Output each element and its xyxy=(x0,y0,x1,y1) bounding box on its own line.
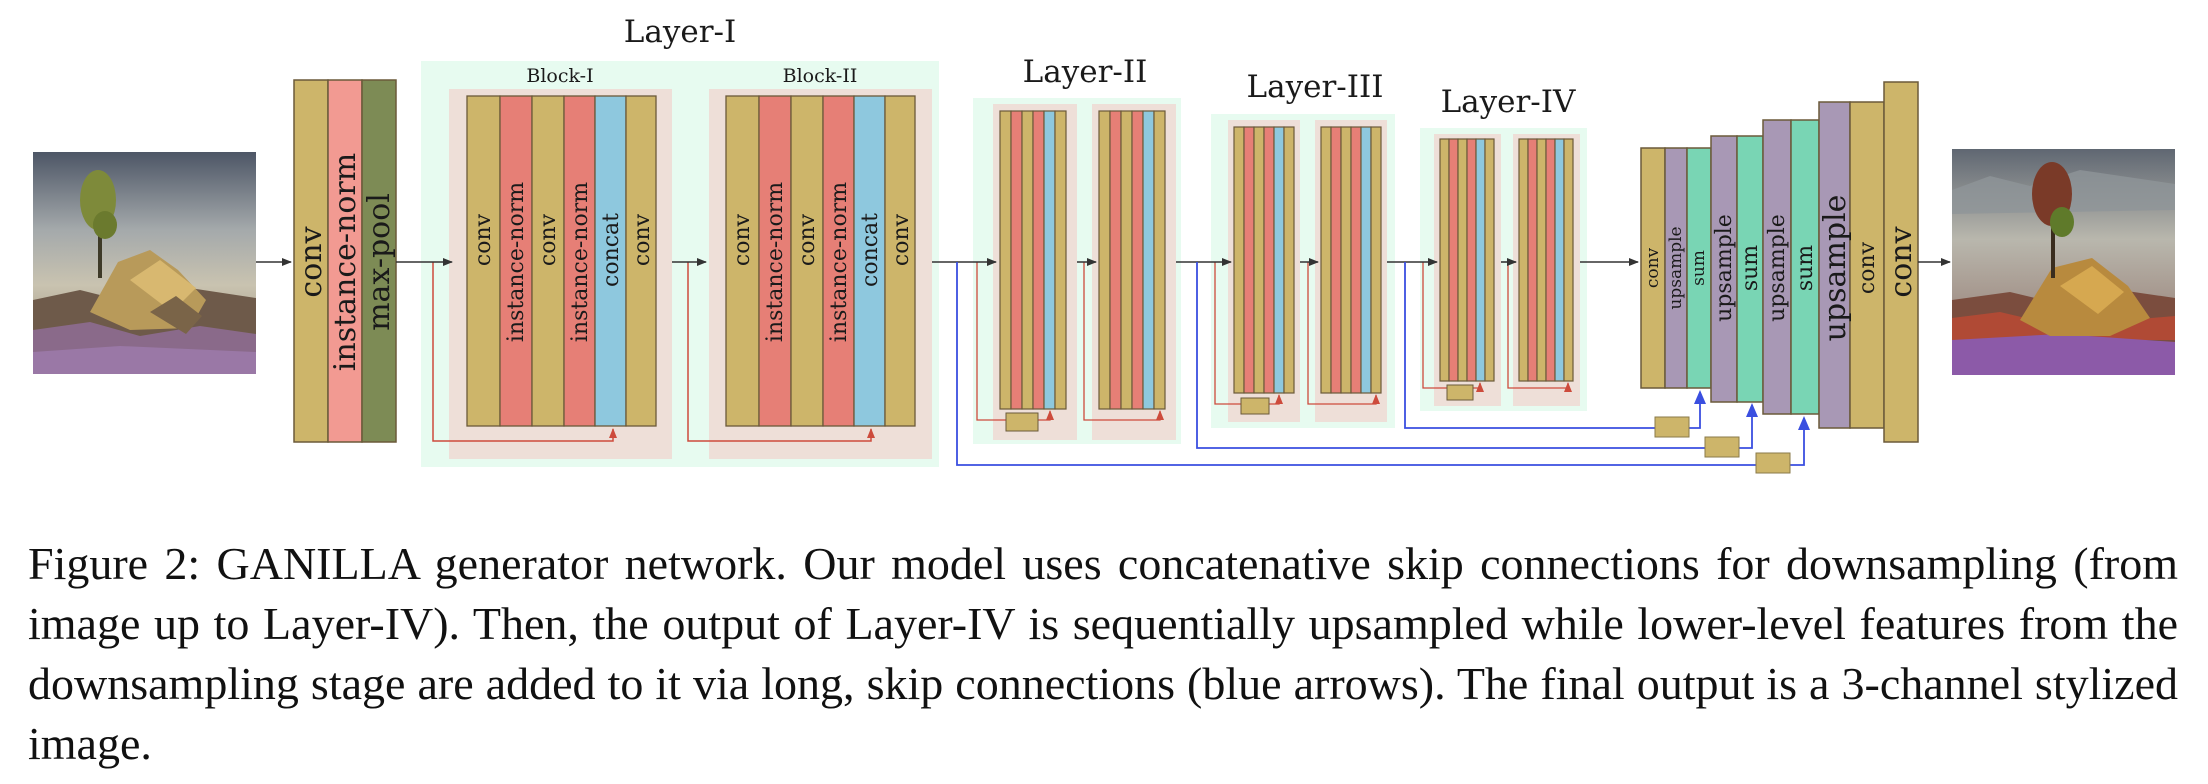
long-skip-arrow-layer-3 xyxy=(1404,262,1706,429)
input-image xyxy=(33,152,256,374)
stem-max-pool-bar xyxy=(361,79,397,443)
long-skip-arrow-layer-1 xyxy=(956,262,1810,466)
layer-2-block-b-bars xyxy=(1098,110,1166,410)
decoder-conv-bar xyxy=(1640,147,1666,389)
layer-3-conv-box xyxy=(1240,397,1270,415)
skip-conv-box xyxy=(1704,436,1740,458)
block-2-bar-label: concat xyxy=(858,213,883,287)
block-2-skip-arrow xyxy=(687,262,875,442)
layer-3-skip-arrow xyxy=(1307,262,1380,405)
decoder-label: upsample xyxy=(1712,214,1737,322)
block-2-bar-label: instance-norm xyxy=(827,182,852,342)
layer-2-block-a-bars xyxy=(999,110,1067,410)
layer-4-block-a-bars xyxy=(1439,138,1495,382)
stem-label: max-pool xyxy=(362,193,397,331)
block-1-instance-norm-bar xyxy=(563,95,596,427)
layer-4: Layer-IV xyxy=(1420,84,1587,411)
decoder-label: upsample xyxy=(1818,195,1853,342)
layer-1-title: Layer-I xyxy=(624,14,736,50)
block-1-bar-label: concat xyxy=(599,213,624,287)
decoder-label: upsample xyxy=(1666,226,1686,309)
decoder-upsample-bar xyxy=(1818,101,1851,429)
figure-caption: Figure 2: GANILLA generator network. Our… xyxy=(28,538,2178,769)
block-2: Block-II conv instance-norm conv instanc… xyxy=(709,65,932,459)
decoder-label: sum xyxy=(1738,245,1763,291)
block-2-conv-bar xyxy=(725,95,760,427)
layer-4-skip-arrow xyxy=(1507,262,1572,392)
decoder-label: conv xyxy=(1643,247,1663,288)
block-2-bar-label: conv xyxy=(730,213,755,266)
layer-2-title: Layer-II xyxy=(1023,54,1148,90)
decoder-labels: conv upsample sum upsample sum upsample … xyxy=(1643,195,1919,342)
skip-conv-box xyxy=(1654,416,1690,438)
long-skip-arrow-layer-2 xyxy=(1196,262,1758,449)
block-1-conv-bar xyxy=(466,95,501,427)
decoder-sum-bar xyxy=(1790,119,1820,415)
layer-2-skip-arrow xyxy=(1083,262,1164,421)
stem-label: conv xyxy=(294,226,329,297)
block-1-title: Block-I xyxy=(526,65,593,87)
decoder-label: sum xyxy=(1689,250,1709,286)
decoder-label: upsample xyxy=(1765,214,1790,322)
block-1-instance-norm-bar xyxy=(499,95,533,427)
decoder-conv-bar xyxy=(1849,101,1885,429)
layer-4-conv-box xyxy=(1446,384,1474,401)
decoder-sum-bar xyxy=(1736,135,1764,403)
layer-2: Layer-II xyxy=(973,54,1181,444)
block-1-bar-label: conv xyxy=(536,213,561,266)
block-1-bar-label: conv xyxy=(471,213,496,266)
decoder-conv-bar xyxy=(1883,81,1919,443)
decoder xyxy=(1640,81,1919,443)
output-image xyxy=(1952,149,2175,375)
layer-3-block-b-bars xyxy=(1320,126,1382,394)
long-skip-connections xyxy=(956,262,1810,474)
decoder-upsample-bar xyxy=(1710,135,1738,403)
block-2-conv-bar xyxy=(884,95,916,427)
layer-4-title: Layer-IV xyxy=(1441,84,1576,120)
block-2-title: Block-II xyxy=(783,65,858,87)
decoder-label: conv xyxy=(1855,241,1880,294)
layer-3-title: Layer-III xyxy=(1247,69,1384,105)
block-2-bar-label: instance-norm xyxy=(763,182,788,342)
stem-label: instance-norm xyxy=(328,153,363,371)
decoder-label: sum xyxy=(1793,245,1818,291)
stem-block: conv instance-norm max-pool xyxy=(293,79,397,443)
layer-4-block-b-bars xyxy=(1518,138,1574,382)
skip-conv-box xyxy=(1755,452,1791,474)
block-1-conv-bar xyxy=(625,95,657,427)
block-1-bar-label: instance-norm xyxy=(504,182,529,342)
block-1-bar-label: conv xyxy=(630,213,655,266)
block-1-bar-label: instance-norm xyxy=(568,182,593,342)
layer-1: Layer-I Block-I conv instance-norm conv … xyxy=(421,14,939,467)
stem-conv-bar xyxy=(293,79,329,443)
block-1: Block-I conv instance-norm conv instance… xyxy=(449,65,672,459)
block-2-concat-bar xyxy=(853,95,886,427)
decoder-label: conv xyxy=(1884,226,1919,297)
block-2-instance-norm-bar xyxy=(822,95,855,427)
block-1-skip-arrow xyxy=(432,262,617,442)
block-2-bar-label: conv xyxy=(795,213,820,266)
layer-3-block-a-bars xyxy=(1233,126,1295,394)
layer-2-conv-box xyxy=(1005,412,1039,432)
layer-3: Layer-III xyxy=(1211,69,1395,428)
block-2-bar-label: conv xyxy=(889,213,914,266)
